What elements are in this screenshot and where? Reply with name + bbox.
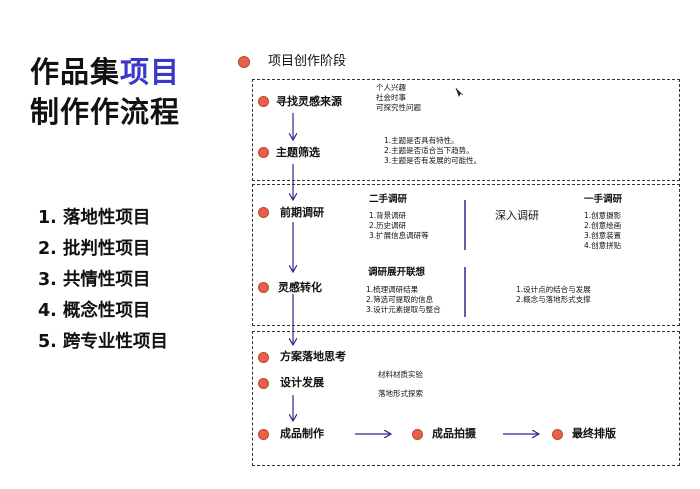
- step-photo: 成品拍摄: [432, 427, 476, 440]
- project-type-item: 4. 概念性项目: [38, 301, 151, 321]
- step-transform: 灵感转化: [278, 281, 322, 294]
- topic-note: 2.主题是否适合当下趋势。: [384, 146, 474, 155]
- design-note: 落地形式探索: [378, 389, 423, 398]
- step-design: 设计发展: [280, 376, 324, 389]
- project-type-item: 3. 共情性项目: [38, 270, 151, 290]
- deep-research-heading: 深入调研: [495, 209, 539, 222]
- design-point: 1.设计点的结合与发展: [516, 285, 591, 294]
- stage-box-topic: [252, 79, 680, 181]
- step-plan: 方案落地思考: [280, 350, 346, 363]
- step-dot: [258, 96, 269, 107]
- step-dot: [258, 352, 269, 363]
- project-type-item: 2. 批判性项目: [38, 239, 151, 259]
- project-type-item: 1. 落地性项目: [38, 208, 151, 228]
- primary-research-heading: 一手调研: [584, 194, 623, 205]
- step-inspiration: 寻找灵感来源: [276, 95, 342, 108]
- design-point: 2.概念与落地形式支撑: [516, 295, 591, 304]
- step-dot: [258, 282, 269, 293]
- cursor-icon: [455, 87, 464, 97]
- stage-box-production: [252, 331, 680, 466]
- secondary-research-heading: 二手调研: [369, 194, 408, 205]
- step-dot: [258, 378, 269, 389]
- title-highlight: 项目: [120, 55, 181, 89]
- association-item: 2.筛选可提取的信息: [366, 295, 434, 304]
- secondary-research-item: 3.扩展信息调研等: [369, 231, 429, 240]
- stage-header: 项目创作阶段: [268, 54, 347, 69]
- project-type-item: 5. 跨专业性项目: [38, 332, 168, 352]
- association-heading: 调研展开联想: [368, 267, 426, 278]
- primary-research-item: 2.创意绘画: [584, 221, 622, 230]
- secondary-research-item: 2.历史调研: [369, 221, 407, 230]
- association-item: 3.设计元素提取与整合: [366, 305, 441, 314]
- page-title-line2: 制作作流程: [30, 95, 181, 129]
- primary-research-item: 1.创意摄影: [584, 211, 622, 220]
- topic-note: 1.主题是否具有特性。: [384, 136, 459, 145]
- inspiration-note: 社会时事: [376, 93, 406, 102]
- stage-box-research: [252, 184, 680, 326]
- inspiration-note: 可探究性问题: [376, 103, 421, 112]
- step-topic: 主题筛选: [276, 146, 320, 159]
- primary-research-item: 3.创意装置: [584, 231, 622, 240]
- secondary-research-item: 1.背景调研: [369, 211, 407, 220]
- step-research: 前期调研: [280, 206, 324, 219]
- step-dot: [412, 429, 423, 440]
- title-prefix: 作品集: [30, 55, 121, 89]
- step-dot: [258, 207, 269, 218]
- association-item: 1.梳理调研结果: [366, 285, 419, 294]
- step-dot: [258, 147, 269, 158]
- design-note: 材料材质实验: [378, 370, 423, 379]
- step-dot: [258, 429, 269, 440]
- step-dot: [552, 429, 563, 440]
- topic-note: 3.主题是否有发展的可能性。: [384, 156, 482, 165]
- step-layout: 最终排版: [572, 427, 616, 440]
- step-production: 成品制作: [280, 427, 324, 440]
- page-title-line1: 作品集项目: [30, 52, 180, 92]
- primary-research-item: 4.创意拼贴: [584, 241, 622, 250]
- stage-header-dot: [238, 56, 250, 68]
- inspiration-note: 个人兴趣: [376, 83, 406, 92]
